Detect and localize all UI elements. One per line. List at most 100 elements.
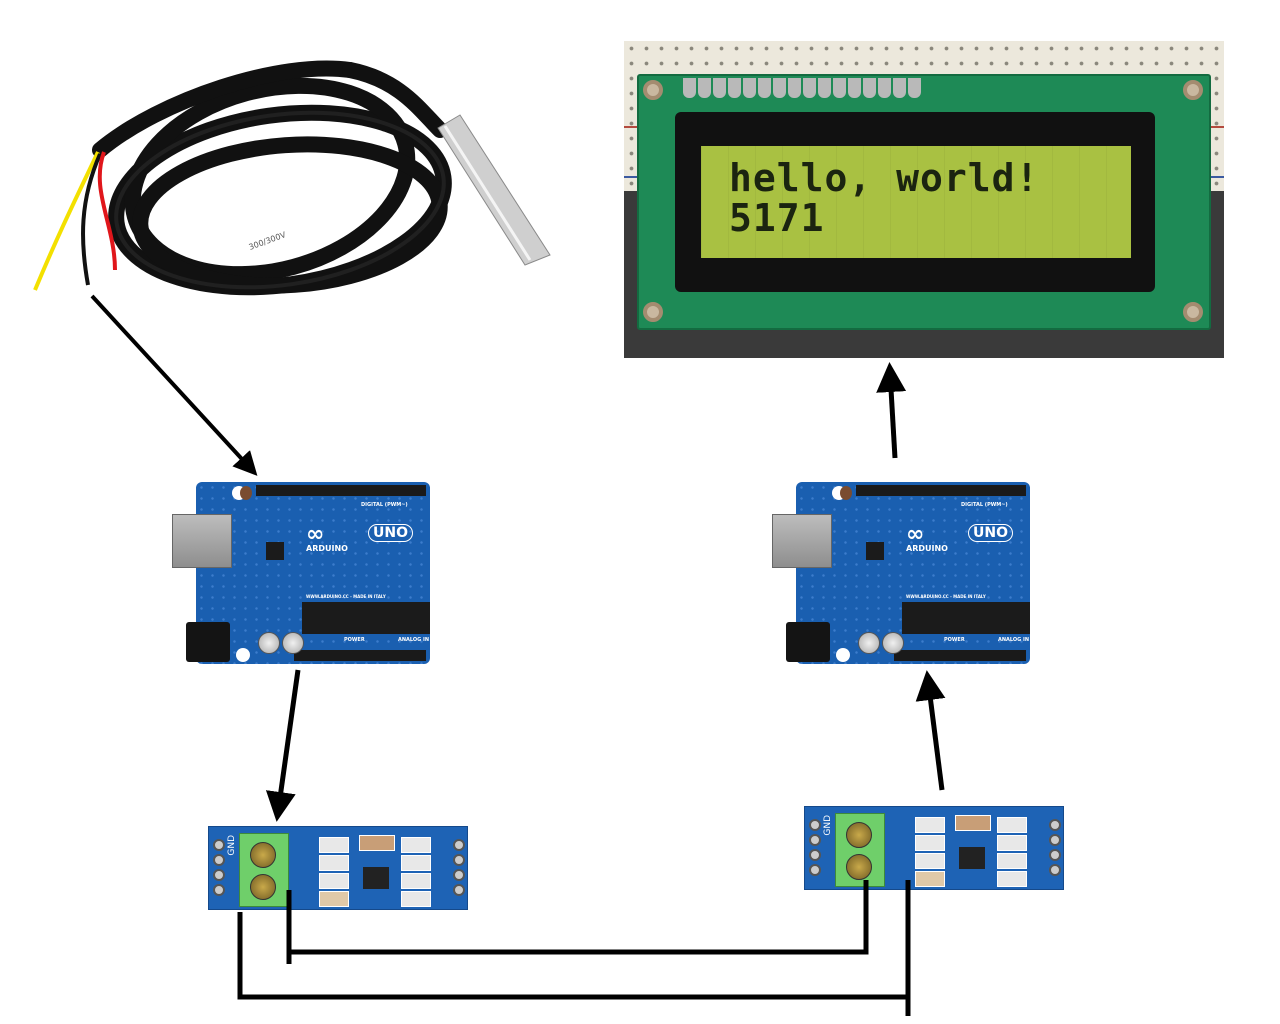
resistor-r7: [319, 837, 349, 853]
reset-button: [840, 486, 852, 500]
site-label: WWW.ARDUINO.CC - MADE IN ITALY: [306, 594, 386, 599]
lcd-header-pin: [788, 78, 801, 98]
digital-label: DIGITAL (PWM~): [361, 502, 408, 508]
arduino-pcb: ∞ UNO ARDUINO DIGITAL (PWM~) WWW.ARDUINO…: [796, 482, 1030, 664]
capacitor: [258, 632, 280, 654]
arduino-pcb: ∞ UNO ARDUINO DIGITAL (PWM~) WWW.ARDUINO…: [196, 482, 430, 664]
arrow-arduino-to-rs485: [265, 669, 301, 822]
terminal-b: [846, 854, 872, 880]
capacitor: [282, 632, 304, 654]
power-label: POWER: [344, 637, 365, 643]
power-analog-header: [294, 650, 426, 661]
lcd-header-pin: [758, 78, 771, 98]
arduino-infinity-logo: ∞: [906, 522, 925, 547]
arduino-infinity-logo: ∞: [306, 522, 325, 547]
lcd-header-pin: [833, 78, 846, 98]
right-pin-header: [1049, 819, 1061, 879]
resistor-r3: [997, 835, 1027, 851]
sensor-illustration: 300/300V: [33, 60, 551, 296]
arrow-arduino-to-lcd: [876, 362, 907, 459]
capacitor-c2: [319, 891, 349, 907]
resistor-r7: [915, 817, 945, 833]
digital-header: [856, 485, 1026, 496]
resistor-r2: [401, 873, 431, 889]
capacitor-c1: [955, 815, 991, 831]
probe-tip: [437, 114, 551, 266]
usb-chip: [866, 542, 884, 560]
screw-terminal: [239, 833, 289, 907]
capacitor: [882, 632, 904, 654]
arduino-uno-receiver: ∞ UNO ARDUINO DIGITAL (PWM~) WWW.ARDUINO…: [772, 476, 1034, 666]
right-pin-header: [453, 839, 465, 899]
uno-label: UNO: [368, 524, 413, 542]
terminal-b: [250, 874, 276, 900]
rs485-module-receiver: GND: [804, 806, 1064, 890]
arrow-sensor-to-arduino: [90, 294, 258, 476]
analog-label: ANALOG IN: [398, 637, 430, 643]
capacitor: [858, 632, 880, 654]
analog-label: ANALOG IN: [998, 637, 1030, 643]
mount-hole: [236, 648, 250, 662]
atmega-chip: [302, 602, 430, 634]
lcd-header-pin: [698, 78, 711, 98]
resistor-r6: [915, 835, 945, 851]
resistor-r1: [997, 871, 1027, 887]
wire-b-link: [237, 912, 908, 1000]
usb-port: [172, 514, 232, 568]
digital-header: [256, 485, 426, 496]
capacitor-c1: [359, 835, 395, 851]
max485-chip: [363, 867, 389, 889]
mount-hole: [836, 648, 850, 662]
resistor-r2: [997, 853, 1027, 869]
resistor-r4: [997, 817, 1027, 833]
arrow-rs485-to-arduino: [915, 670, 946, 791]
lcd-bezel: hello, world! 5171: [675, 112, 1155, 292]
lcd-line-1: hello, world!: [729, 156, 1040, 200]
lcd-header-pin: [818, 78, 831, 98]
terminal-a: [846, 822, 872, 848]
power-jack: [186, 622, 230, 662]
resistor-r4: [401, 837, 431, 853]
uno-label: UNO: [968, 524, 1013, 542]
left-pin-header: [809, 819, 821, 879]
usb-chip: [266, 542, 284, 560]
usb-port: [772, 514, 832, 568]
black-wire: [81, 153, 102, 286]
digital-label: DIGITAL (PWM~): [961, 502, 1008, 508]
wire-a-link: [289, 880, 869, 955]
yellow-wire: [33, 151, 100, 291]
resistor-r1: [401, 891, 431, 907]
max485-chip: [959, 847, 985, 869]
lcd-header-pin: [743, 78, 756, 98]
mount-hole: [643, 80, 663, 100]
power-label: POWER: [944, 637, 965, 643]
terminal-a: [250, 842, 276, 868]
lcd-screen: hello, world! 5171: [701, 146, 1131, 258]
lcd-line-2: 5171: [729, 196, 825, 240]
arduino-brand: ARDUINO: [306, 544, 348, 553]
arduino-brand: ARDUINO: [906, 544, 948, 553]
power-analog-header: [894, 650, 1026, 661]
resistor-r5: [915, 853, 945, 869]
resistor-r6: [319, 855, 349, 871]
screw-terminal: [835, 813, 885, 887]
resistor-r3: [401, 855, 431, 871]
reset-button: [240, 486, 252, 500]
lcd-header-pin: [713, 78, 726, 98]
power-jack: [786, 622, 830, 662]
lcd-header-pin: [728, 78, 741, 98]
left-pin-header: [213, 839, 225, 899]
mount-hole: [1183, 302, 1203, 322]
capacitor-c2: [915, 871, 945, 887]
lcd-header-pin: [908, 78, 921, 98]
lcd-header-pin: [878, 78, 891, 98]
rs485-module-transmitter: GND: [208, 826, 468, 910]
mount-hole: [1183, 80, 1203, 100]
rs485-pcb: GND: [208, 826, 468, 910]
atmega-chip: [902, 602, 1030, 634]
red-wire: [97, 151, 117, 271]
lcd-pcb: hello, world! 5171: [637, 74, 1211, 330]
site-label: WWW.ARDUINO.CC - MADE IN ITALY: [906, 594, 986, 599]
lcd-header-pin: [848, 78, 861, 98]
